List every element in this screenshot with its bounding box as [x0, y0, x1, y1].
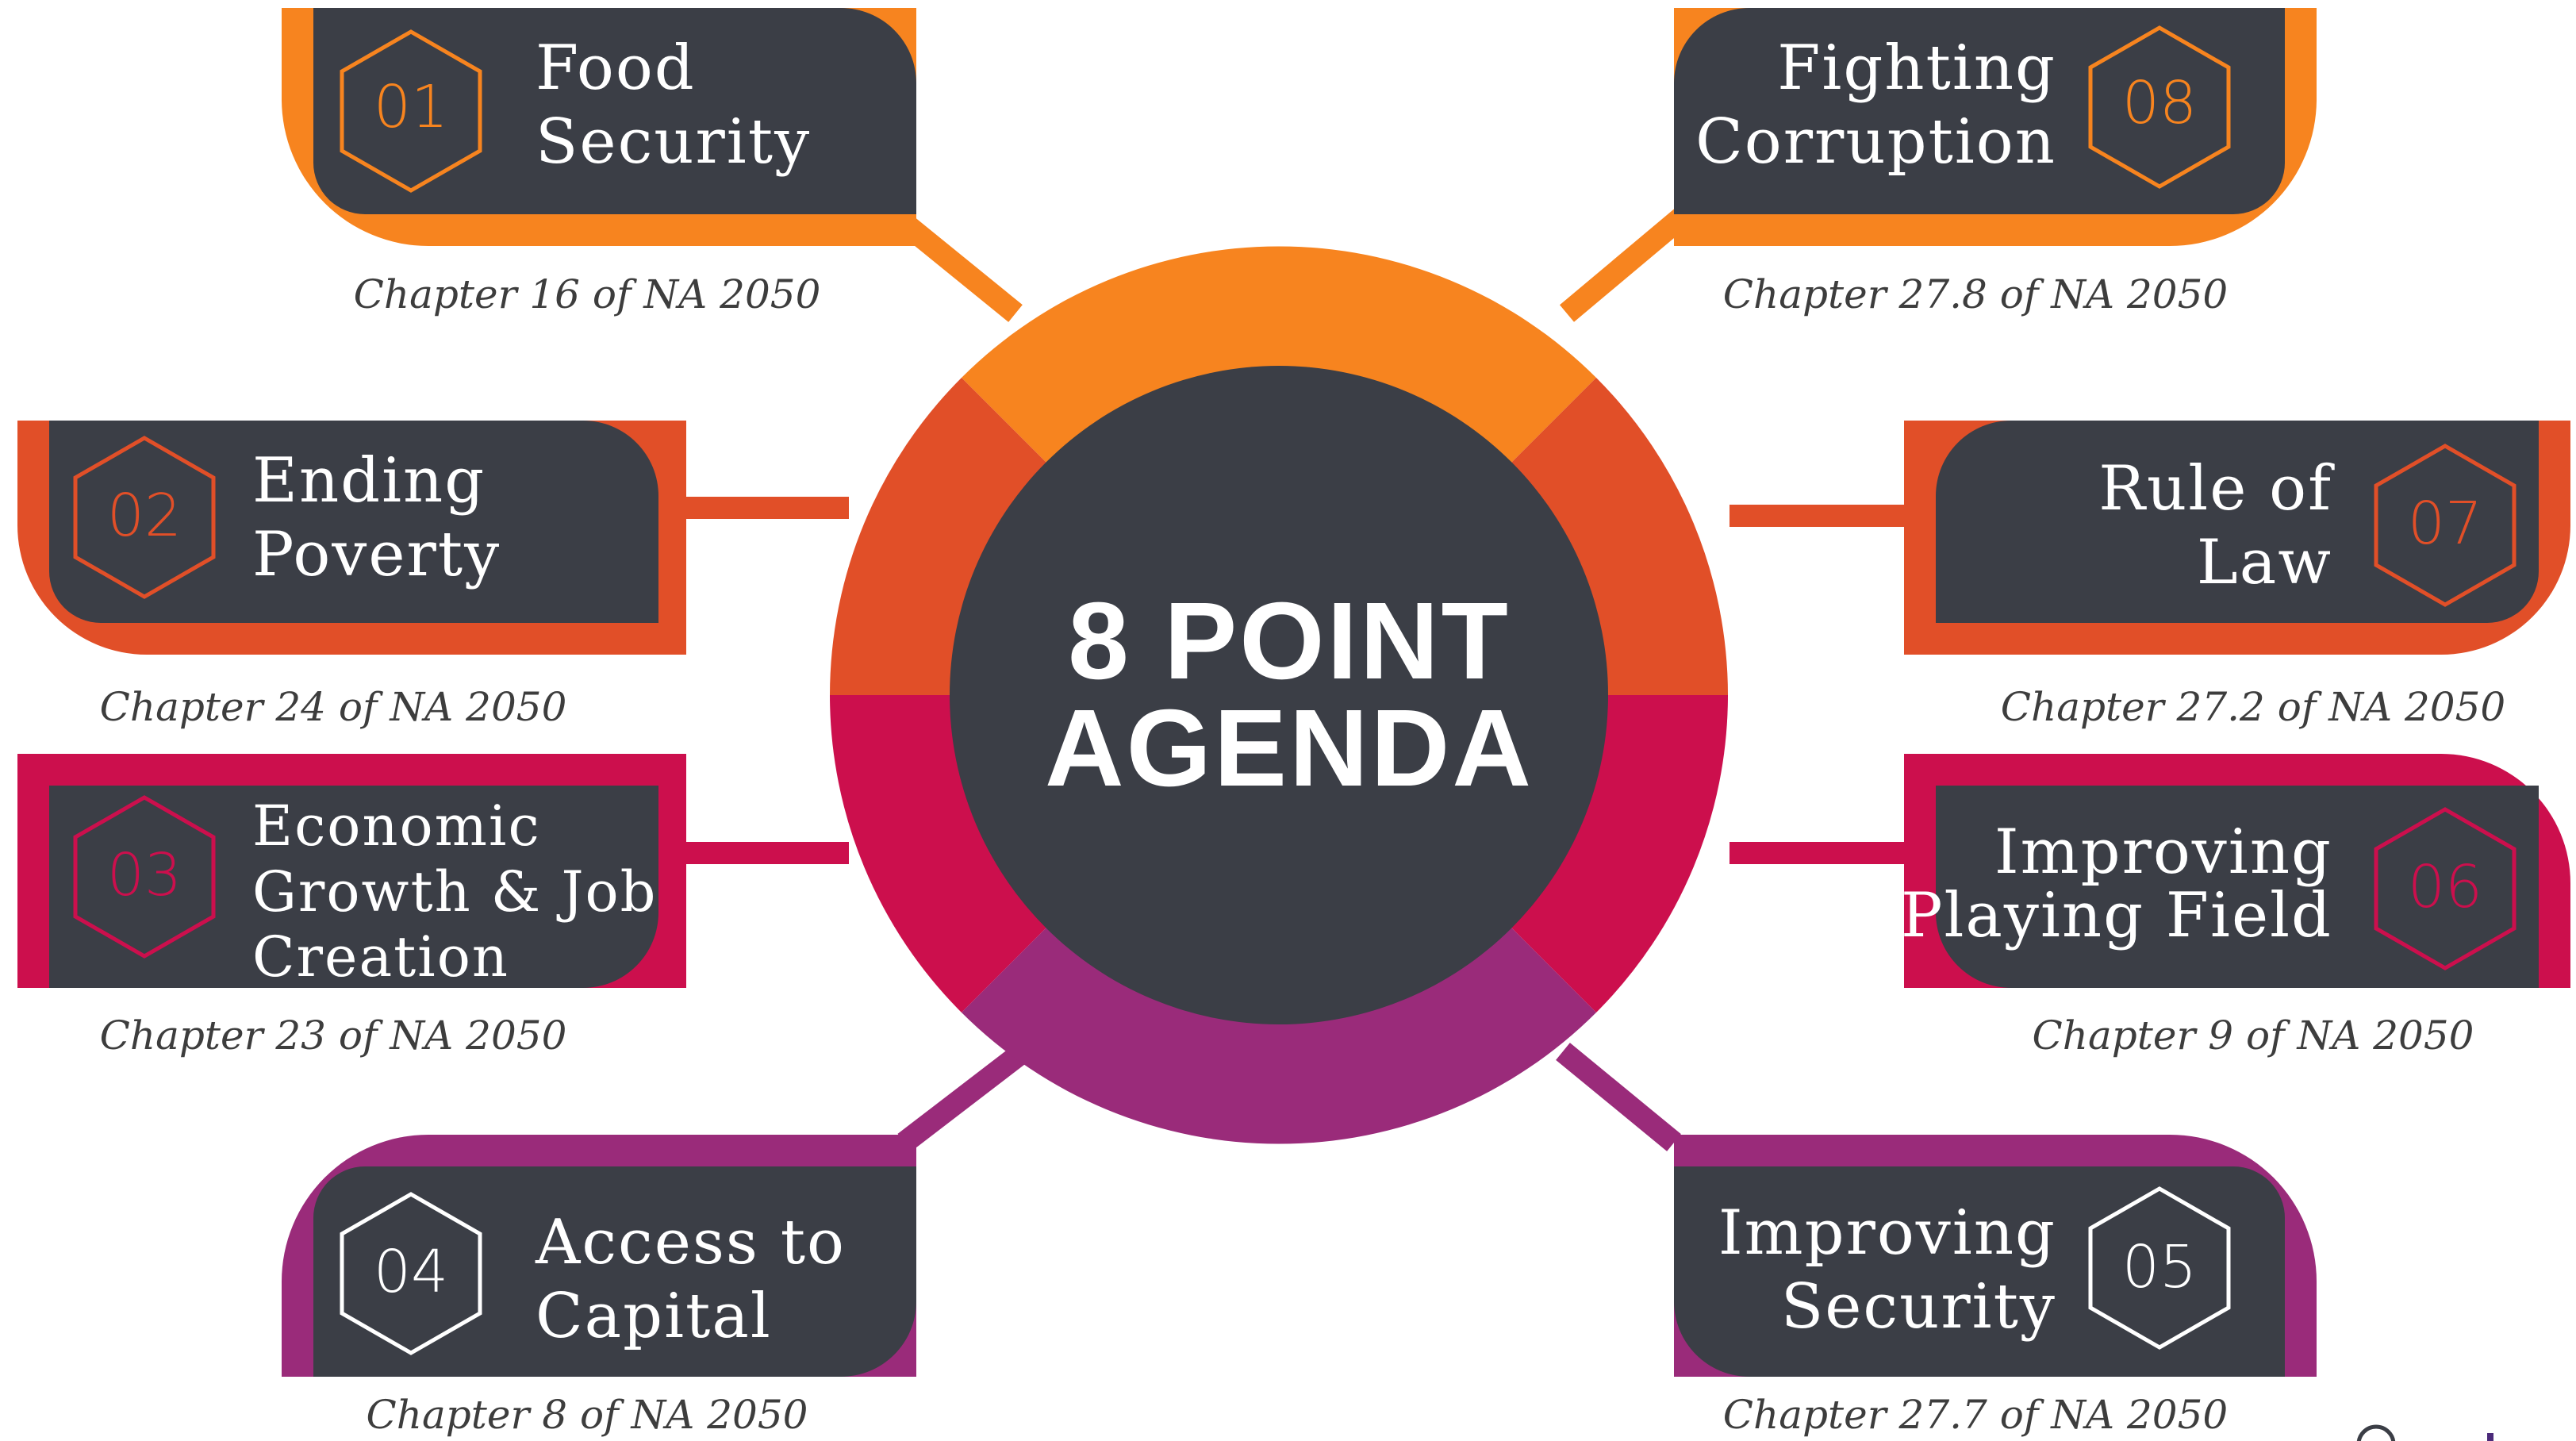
item-title-line: Improving [1718, 1197, 2056, 1269]
center-wheel: 8 POINT AGENDA [830, 246, 1728, 1144]
item-title-line: Security [536, 106, 811, 178]
item-title-line: Poverty [252, 519, 501, 590]
hexagon-icon [340, 1192, 482, 1355]
agenda-item-02: 02 Ending Poverty Chapter 24 of NA 2050 [17, 421, 686, 730]
chapter-reference: Chapter 27.2 of NA 2050 [2001, 684, 2505, 730]
item-title-line: Corruption [1695, 106, 2056, 178]
chapter-reference: Chapter 8 of NA 2050 [367, 1392, 808, 1438]
card-body-08 [1674, 8, 2285, 214]
item-title-line: Law [2197, 527, 2332, 598]
item-number: 01 [374, 73, 448, 141]
center-title-line2: AGENDA [1045, 687, 1534, 809]
logo-fragment [2356, 1424, 2493, 1441]
item-number: 05 [2122, 1233, 2197, 1301]
item-title-line: Creation [252, 924, 509, 989]
item-title-line: Access to [535, 1207, 846, 1278]
chapter-reference: Chapter 23 of NA 2050 [100, 1013, 567, 1059]
item-title-line: Fighting [1777, 33, 2056, 104]
center-title-line1: 8 POINT [1068, 580, 1511, 702]
chapter-reference: Chapter 27.7 of NA 2050 [1723, 1392, 2228, 1438]
connector-08 [1560, 202, 1697, 322]
item-number: 07 [2408, 490, 2482, 558]
item-number: 03 [107, 841, 182, 909]
item-number: 02 [107, 482, 182, 550]
connector-04 [897, 1042, 1031, 1152]
item-title-line: Security [1781, 1271, 2056, 1343]
agenda-item-04: 04 Access to Capital Chapter 8 of NA 205… [282, 1135, 916, 1438]
item-number: 06 [2408, 853, 2482, 921]
chapter-reference: Chapter 27.8 of NA 2050 [1723, 271, 2228, 317]
agenda-item-06: 06 Improving Playing Field Chapter 9 of … [1901, 754, 2570, 1059]
item-title-line: Rule of [2098, 453, 2335, 525]
hexagon-icon [73, 795, 216, 959]
item-number: 08 [2122, 69, 2197, 137]
agenda-item-08: 08 Fighting Corruption Chapter 27.8 of N… [1674, 8, 2317, 317]
hexagon-icon [2374, 807, 2516, 970]
item-title-line: Growth & Job [252, 859, 657, 924]
hexagon-icon [2088, 25, 2231, 189]
agenda-item-03: 03 Economic Growth & Job Creation Chapte… [17, 754, 686, 1059]
center-circle [950, 366, 1608, 1024]
connector-05 [1556, 1043, 1681, 1151]
item-title-line: Improving [1994, 817, 2332, 888]
hexagon-icon [340, 29, 482, 193]
item-title-line: Ending [252, 445, 486, 517]
item-number: 04 [374, 1238, 448, 1306]
globe-icon [2356, 1424, 2396, 1441]
hexagon-icon [2374, 444, 2516, 607]
item-title-line: Food [536, 33, 696, 104]
agenda-item-07: 07 Rule of Law Chapter 27.2 of NA 2050 [1904, 421, 2570, 730]
item-title-line: Capital [536, 1281, 772, 1352]
hexagon-icon [2088, 1186, 2231, 1350]
agenda-item-05: 05 Improving Security Chapter 27.7 of NA… [1674, 1135, 2317, 1438]
item-title-line: Economic [252, 794, 541, 859]
chapter-reference: Chapter 24 of NA 2050 [100, 684, 567, 730]
logo-mark [2487, 1433, 2493, 1441]
item-title-line: Playing Field [1901, 880, 2332, 951]
chapter-reference: Chapter 16 of NA 2050 [354, 271, 821, 317]
card-body-03 [49, 786, 658, 988]
agenda-item-01: 01 Food Security Chapter 16 of NA 2050 [282, 8, 916, 317]
chapter-reference: Chapter 9 of NA 2050 [2033, 1013, 2474, 1059]
hexagon-icon [73, 436, 216, 599]
card-body-01 [313, 8, 916, 214]
card-body-05 [1674, 1166, 2285, 1377]
